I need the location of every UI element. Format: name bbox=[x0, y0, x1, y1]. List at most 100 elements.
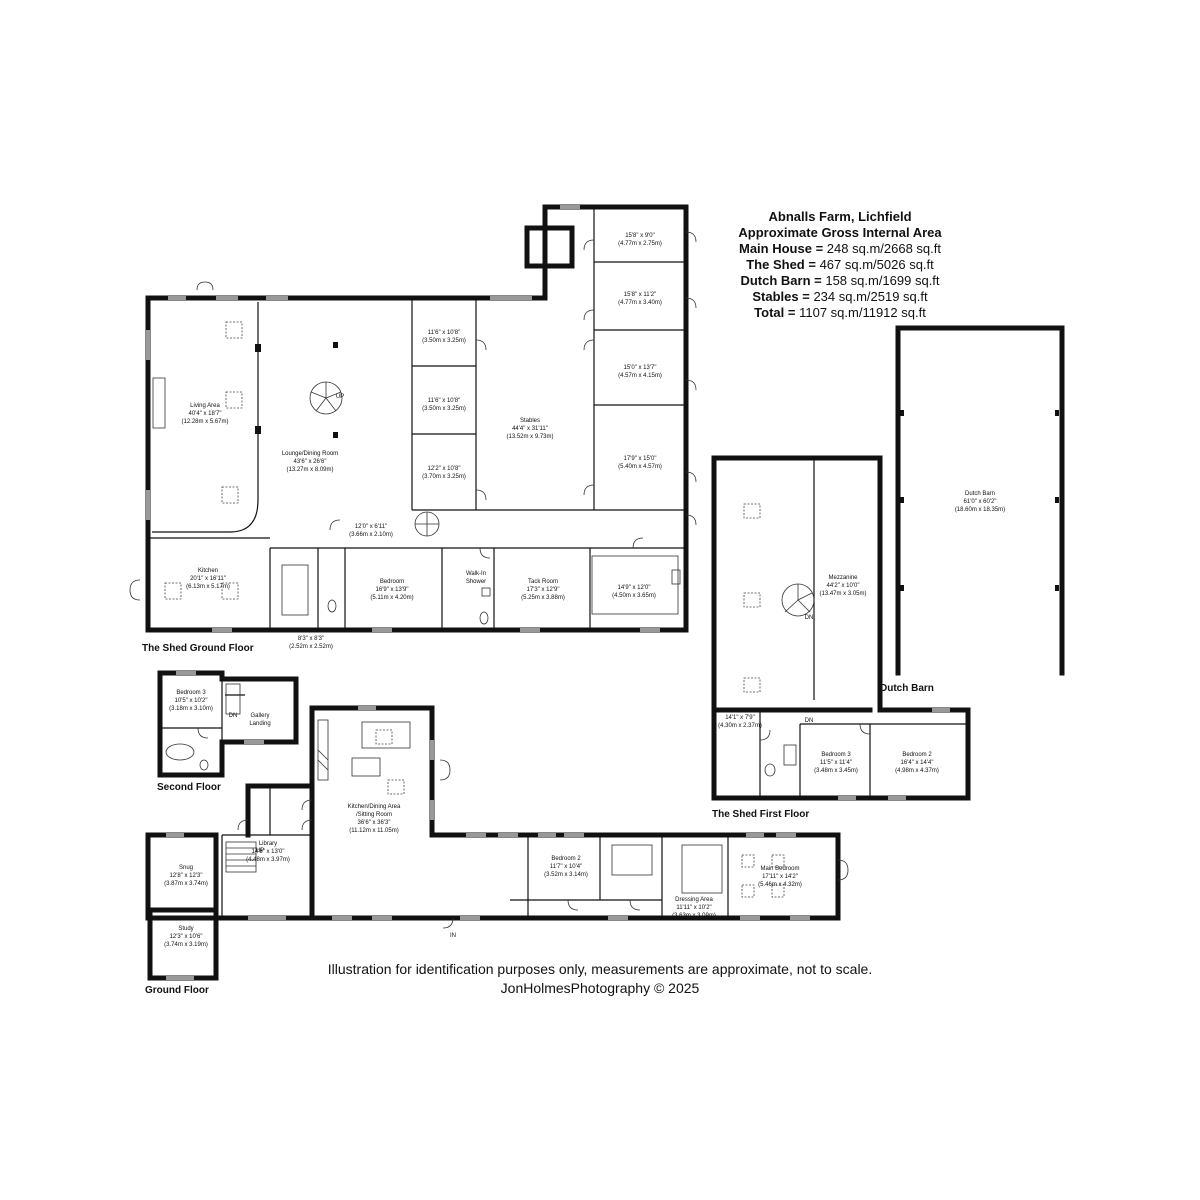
room-size-imperial: 12'0" x 6'11" bbox=[355, 524, 387, 530]
ground-floor-plan bbox=[145, 705, 849, 981]
room-name: Study bbox=[178, 926, 193, 932]
room-size-imperial: 17'3" x 12'9" bbox=[527, 587, 560, 593]
room-size-imperial: 16'9" x 13'9" bbox=[376, 587, 409, 593]
room-size-imperial: 16'4" x 14'4" bbox=[901, 760, 934, 766]
room-size-metric: (12.28m x 5.67m) bbox=[181, 419, 228, 425]
room-size-imperial: 17'11" x 14'2" bbox=[762, 874, 798, 880]
area-value: 234 sq.m/2519 sq.ft bbox=[813, 289, 928, 304]
dutch-barn-plan bbox=[895, 325, 1065, 676]
room-size-metric: (13.27m x 8.09m) bbox=[286, 467, 333, 473]
room-name: Main Bedroom bbox=[760, 866, 799, 872]
stair-up-label: UP bbox=[256, 848, 264, 854]
stair-down-label: DN bbox=[229, 713, 238, 719]
area-line: Total = 1107 sq.m/11912 sq.ft bbox=[700, 305, 980, 321]
room-size-metric: (5.25m x 3.88m) bbox=[521, 595, 565, 601]
room-size-metric: (13.47m x 3.05m) bbox=[819, 591, 866, 597]
summary-subtitle: Approximate Gross Internal Area bbox=[738, 225, 942, 240]
room-size-imperial: 44'4" x 31'11" bbox=[512, 426, 548, 432]
room-size-metric: (18.60m x 18.35m) bbox=[955, 507, 1005, 513]
room-size-imperial: 15'8" x 11'2" bbox=[624, 292, 656, 298]
room-size-metric: (3.74m x 3.19m) bbox=[164, 942, 208, 948]
room-size-imperial: 40'4" x 18'7" bbox=[189, 411, 222, 417]
room-labels: Living Area 40'4" x 18'7" (12.28m x 5.67… bbox=[164, 233, 1005, 948]
second-floor-plan bbox=[157, 670, 299, 778]
area-value: 467 sq.m/5026 sq.ft bbox=[819, 257, 934, 272]
footer: Illustration for identification purposes… bbox=[200, 960, 1000, 998]
room-name-line2: /Sitting Room bbox=[356, 812, 392, 818]
credit: JonHolmesPhotography © 2025 bbox=[500, 980, 700, 996]
room-size-metric: (4.77m x 2.75m) bbox=[618, 241, 662, 247]
room-size-imperial: 43'6" x 26'6" bbox=[294, 459, 327, 465]
entrance-label: IN bbox=[450, 933, 456, 939]
room-name-line2: Shower bbox=[466, 579, 486, 585]
shed-ground-floor bbox=[129, 204, 697, 633]
floor-label-shed-ground: The Shed Ground Floor bbox=[142, 643, 254, 654]
room-name: Bedroom 2 bbox=[902, 752, 932, 758]
area-line: Stables = 234 sq.m/2519 sq.ft bbox=[700, 289, 980, 305]
room-size-imperial: 61'0" x 60'2" bbox=[964, 499, 997, 505]
room-name: Kitchen/Dining Area bbox=[348, 804, 401, 810]
room-name: Living Area bbox=[190, 403, 220, 409]
area-value: 248 sq.m/2668 sq.ft bbox=[826, 241, 941, 256]
room-size-metric: (6.13m x 5.17m) bbox=[186, 584, 230, 590]
room-size-imperial: 12'3" x 10'6" bbox=[170, 934, 203, 940]
room-size-metric: (5.46m x 4.32m) bbox=[758, 882, 802, 888]
area-label: Total = bbox=[754, 305, 796, 320]
area-line: The Shed = 467 sq.m/5026 sq.ft bbox=[700, 257, 980, 273]
room-size-metric: (3.52m x 3.14m) bbox=[544, 872, 588, 878]
room-name: Gallery bbox=[250, 713, 269, 719]
room-size-imperial: 15'0" x 13'7" bbox=[624, 365, 657, 371]
room-size-imperial: 12'2" x 10'8" bbox=[428, 466, 461, 472]
room-size-imperial: 11'7" x 10'4" bbox=[550, 864, 582, 870]
room-name: Bedroom bbox=[380, 579, 404, 585]
room-size-metric: (3.50m x 3.25m) bbox=[422, 406, 466, 412]
room-size-metric: (3.87m x 3.74m) bbox=[164, 881, 208, 887]
room-size-metric: (13.52m x 9.73m) bbox=[506, 434, 553, 440]
room-size-metric: (3.66m x 2.10m) bbox=[349, 532, 393, 538]
room-name: Lounge/Dining Room bbox=[282, 451, 338, 457]
room-size-metric: (5.40m x 4.57m) bbox=[618, 464, 662, 470]
room-name: Snug bbox=[179, 865, 193, 871]
room-size-imperial: 20'1" x 16'11" bbox=[190, 576, 226, 582]
room-size-metric: (4.57m x 4.15m) bbox=[618, 373, 662, 379]
room-size-metric: (4.98m x 4.37m) bbox=[895, 768, 939, 774]
room-size-imperial: 8'3" x 8'3" bbox=[298, 636, 324, 642]
room-size-metric: (3.70m x 3.25m) bbox=[422, 474, 466, 480]
room-size-imperial: 36'6" x 36'3" bbox=[358, 820, 391, 826]
room-size-imperial: 10'5" x 10'2" bbox=[175, 698, 208, 704]
room-size-metric: (3.18m x 3.10m) bbox=[169, 706, 213, 712]
room-name: Walk-In bbox=[466, 571, 486, 577]
room-name: Bedroom 3 bbox=[821, 752, 851, 758]
room-size-metric: (2.52m x 2.52m) bbox=[289, 644, 333, 650]
room-name: Kitchen bbox=[198, 568, 218, 574]
room-name: Bedroom 3 bbox=[176, 690, 206, 696]
area-summary: Abnalls Farm, Lichfield Approximate Gros… bbox=[700, 209, 980, 321]
room-size-imperial: 11'6" x 10'8" bbox=[428, 330, 460, 336]
room-name: Dutch Barn bbox=[965, 491, 995, 497]
floor-labels: The Shed Ground Floor The Shed First Flo… bbox=[142, 643, 934, 996]
room-name-line2: Landing bbox=[249, 721, 270, 727]
room-size-imperial: 11'6" x 10'8" bbox=[428, 398, 460, 404]
room-size-metric: (4.48m x 3.97m) bbox=[246, 857, 290, 863]
floor-label-ground: Ground Floor bbox=[145, 985, 209, 996]
room-name: Stables bbox=[520, 418, 540, 424]
floor-label-second: Second Floor bbox=[157, 782, 221, 793]
area-value: 158 sq.m/1699 sq.ft bbox=[825, 273, 940, 288]
floor-label-shed-first: The Shed First Floor bbox=[712, 809, 809, 820]
room-size-imperial: 44'2" x 10'0" bbox=[827, 583, 860, 589]
room-size-metric: (4.30m x 2.37m) bbox=[718, 723, 762, 729]
room-name: Mezzanine bbox=[828, 575, 858, 581]
room-size-metric: (11.12m x 11.05m) bbox=[349, 828, 398, 834]
room-name: Tack Room bbox=[528, 579, 558, 585]
area-value: 1107 sq.m/11912 sq.ft bbox=[799, 305, 926, 320]
room-size-imperial: 14'8" x 13'0" bbox=[252, 849, 285, 855]
shed-first-floor bbox=[711, 455, 971, 801]
stair-down-label: DN bbox=[805, 615, 814, 621]
area-label: Main House = bbox=[739, 241, 824, 256]
floor-label-dutch-barn: Dutch Barn bbox=[880, 683, 934, 694]
room-size-metric: (4.77m x 3.40m) bbox=[618, 300, 662, 306]
room-size-metric: (3.63m x 3.09m) bbox=[672, 913, 716, 919]
room-size-metric: (4.50m x 3.65m) bbox=[612, 593, 656, 599]
room-size-imperial: 17'9" x 15'0" bbox=[624, 456, 657, 462]
